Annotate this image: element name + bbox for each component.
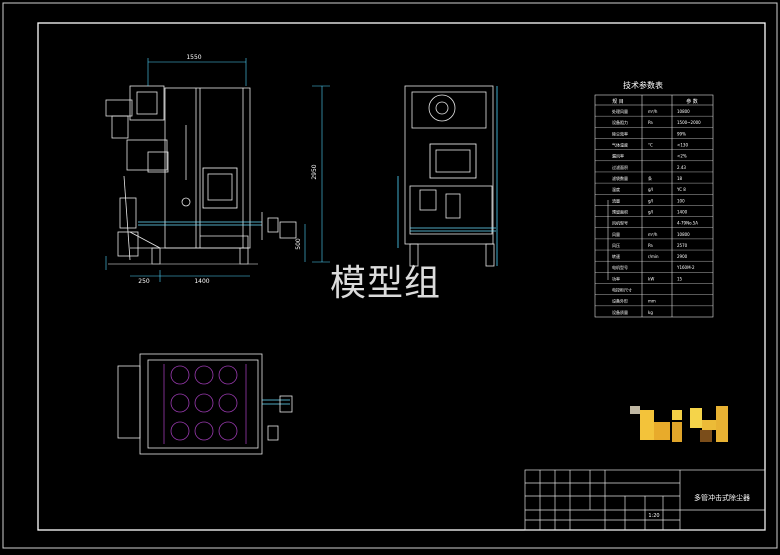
table-cell-unit: g/l bbox=[648, 209, 653, 214]
table-cell-value: 1500~2000 bbox=[677, 120, 701, 125]
table-cell-value: 10800 bbox=[677, 109, 690, 114]
table-cell-unit: r/min bbox=[648, 254, 659, 259]
table-rows: 处理风量 m³/h 10800 设备阻力 Pa 1500~2000 除尘效率 99% 气体温度 °… bbox=[595, 108, 713, 315]
table-cell-unit: mm bbox=[648, 299, 656, 304]
table-cell-unit: Pa bbox=[648, 120, 653, 125]
table-cell-name: 电控柜尺寸 bbox=[612, 287, 632, 293]
table-cell-value: <130 bbox=[677, 143, 688, 148]
table-cell-value: 10800 bbox=[677, 232, 690, 237]
dim-leg-height: 500 bbox=[295, 238, 302, 250]
front-dimensions bbox=[105, 58, 330, 282]
table-cell-name: 设备质量 bbox=[612, 309, 628, 315]
table-cell-value: 2.43 bbox=[677, 165, 686, 170]
table-cell-unit: g/l bbox=[648, 198, 653, 203]
drawing-scale: 1:20 bbox=[648, 513, 659, 519]
table-cell-value: 2570 bbox=[677, 243, 688, 248]
table-cell-unit: g/l bbox=[648, 187, 653, 192]
table-cell-name: 漏风率 bbox=[612, 153, 624, 159]
table-cell-unit: kW bbox=[648, 276, 654, 281]
table-cell-name: 流量 bbox=[612, 197, 620, 203]
table-cell-name: 风机型号 bbox=[612, 220, 628, 226]
table-cell-value: <2% bbox=[677, 154, 687, 159]
table-cell-name: 风压 bbox=[612, 243, 620, 248]
table-title: 技术参数表 bbox=[623, 80, 663, 90]
table-cell-value: 1400 bbox=[677, 209, 688, 214]
table-cell-name: 温度 bbox=[612, 186, 620, 192]
table-cell-name: 设备阻力 bbox=[612, 119, 628, 125]
dim-left-offset: 250 bbox=[138, 278, 150, 285]
table-cell-name: 功率 bbox=[612, 275, 620, 281]
table-cell-value: 15 bbox=[677, 276, 683, 281]
plan-view bbox=[117, 353, 293, 455]
table-header-value: 参 数 bbox=[686, 98, 698, 105]
table-cell-unit: m³/h bbox=[648, 232, 658, 237]
table-cell-name: 设备外形 bbox=[612, 298, 628, 304]
table-header-name: 规 目 bbox=[612, 98, 624, 105]
table-cell-value: 2900 bbox=[677, 254, 688, 259]
dim-base-width: 1400 bbox=[194, 278, 209, 285]
bi4-logo bbox=[630, 406, 728, 442]
table-cell-unit: kg bbox=[648, 310, 653, 315]
table-cell-value: 18 bbox=[677, 176, 683, 181]
table-cell-name: 预留面积 bbox=[612, 208, 628, 214]
table-cell-name: 风量 bbox=[612, 231, 620, 237]
table-cell-name: 处理风量 bbox=[612, 108, 628, 114]
table-cell-name: 除尘效率 bbox=[612, 130, 628, 136]
table-cell-name: 电机型号 bbox=[612, 264, 628, 270]
table-cell-unit: m³/h bbox=[648, 109, 658, 114]
inner-frame bbox=[37, 22, 766, 531]
table-cell-value: 100 bbox=[677, 198, 685, 203]
table-cell-name: 气体温度 bbox=[612, 142, 628, 148]
dim-top-width: 1550 bbox=[186, 54, 201, 61]
table-cell-name: 过滤面积 bbox=[612, 164, 628, 170]
table-cell-unit: °C bbox=[648, 143, 653, 148]
table-cell-name: 滤袋数量 bbox=[612, 175, 628, 181]
dim-height-total: 2950 bbox=[311, 164, 318, 179]
table-cell-value: 99% bbox=[677, 131, 686, 136]
table-cell-name: 转速 bbox=[612, 253, 620, 259]
table-cell-value: 4-79No.5A bbox=[677, 221, 698, 226]
table-grid bbox=[594, 94, 714, 318]
front-view bbox=[105, 85, 297, 265]
drawing-title: 多管冲击式除尘器 bbox=[694, 493, 750, 502]
table-cell-value: Y160M-2 bbox=[676, 265, 695, 270]
side-view bbox=[397, 85, 498, 267]
plan-filter-bags bbox=[163, 364, 247, 444]
table-cell-unit: Pa bbox=[648, 243, 653, 248]
table-cell-value: YC 8 bbox=[676, 187, 686, 192]
watermark-text: 模型组 bbox=[330, 263, 442, 304]
title-block bbox=[524, 469, 766, 531]
table-cell-unit: 条 bbox=[648, 175, 652, 181]
